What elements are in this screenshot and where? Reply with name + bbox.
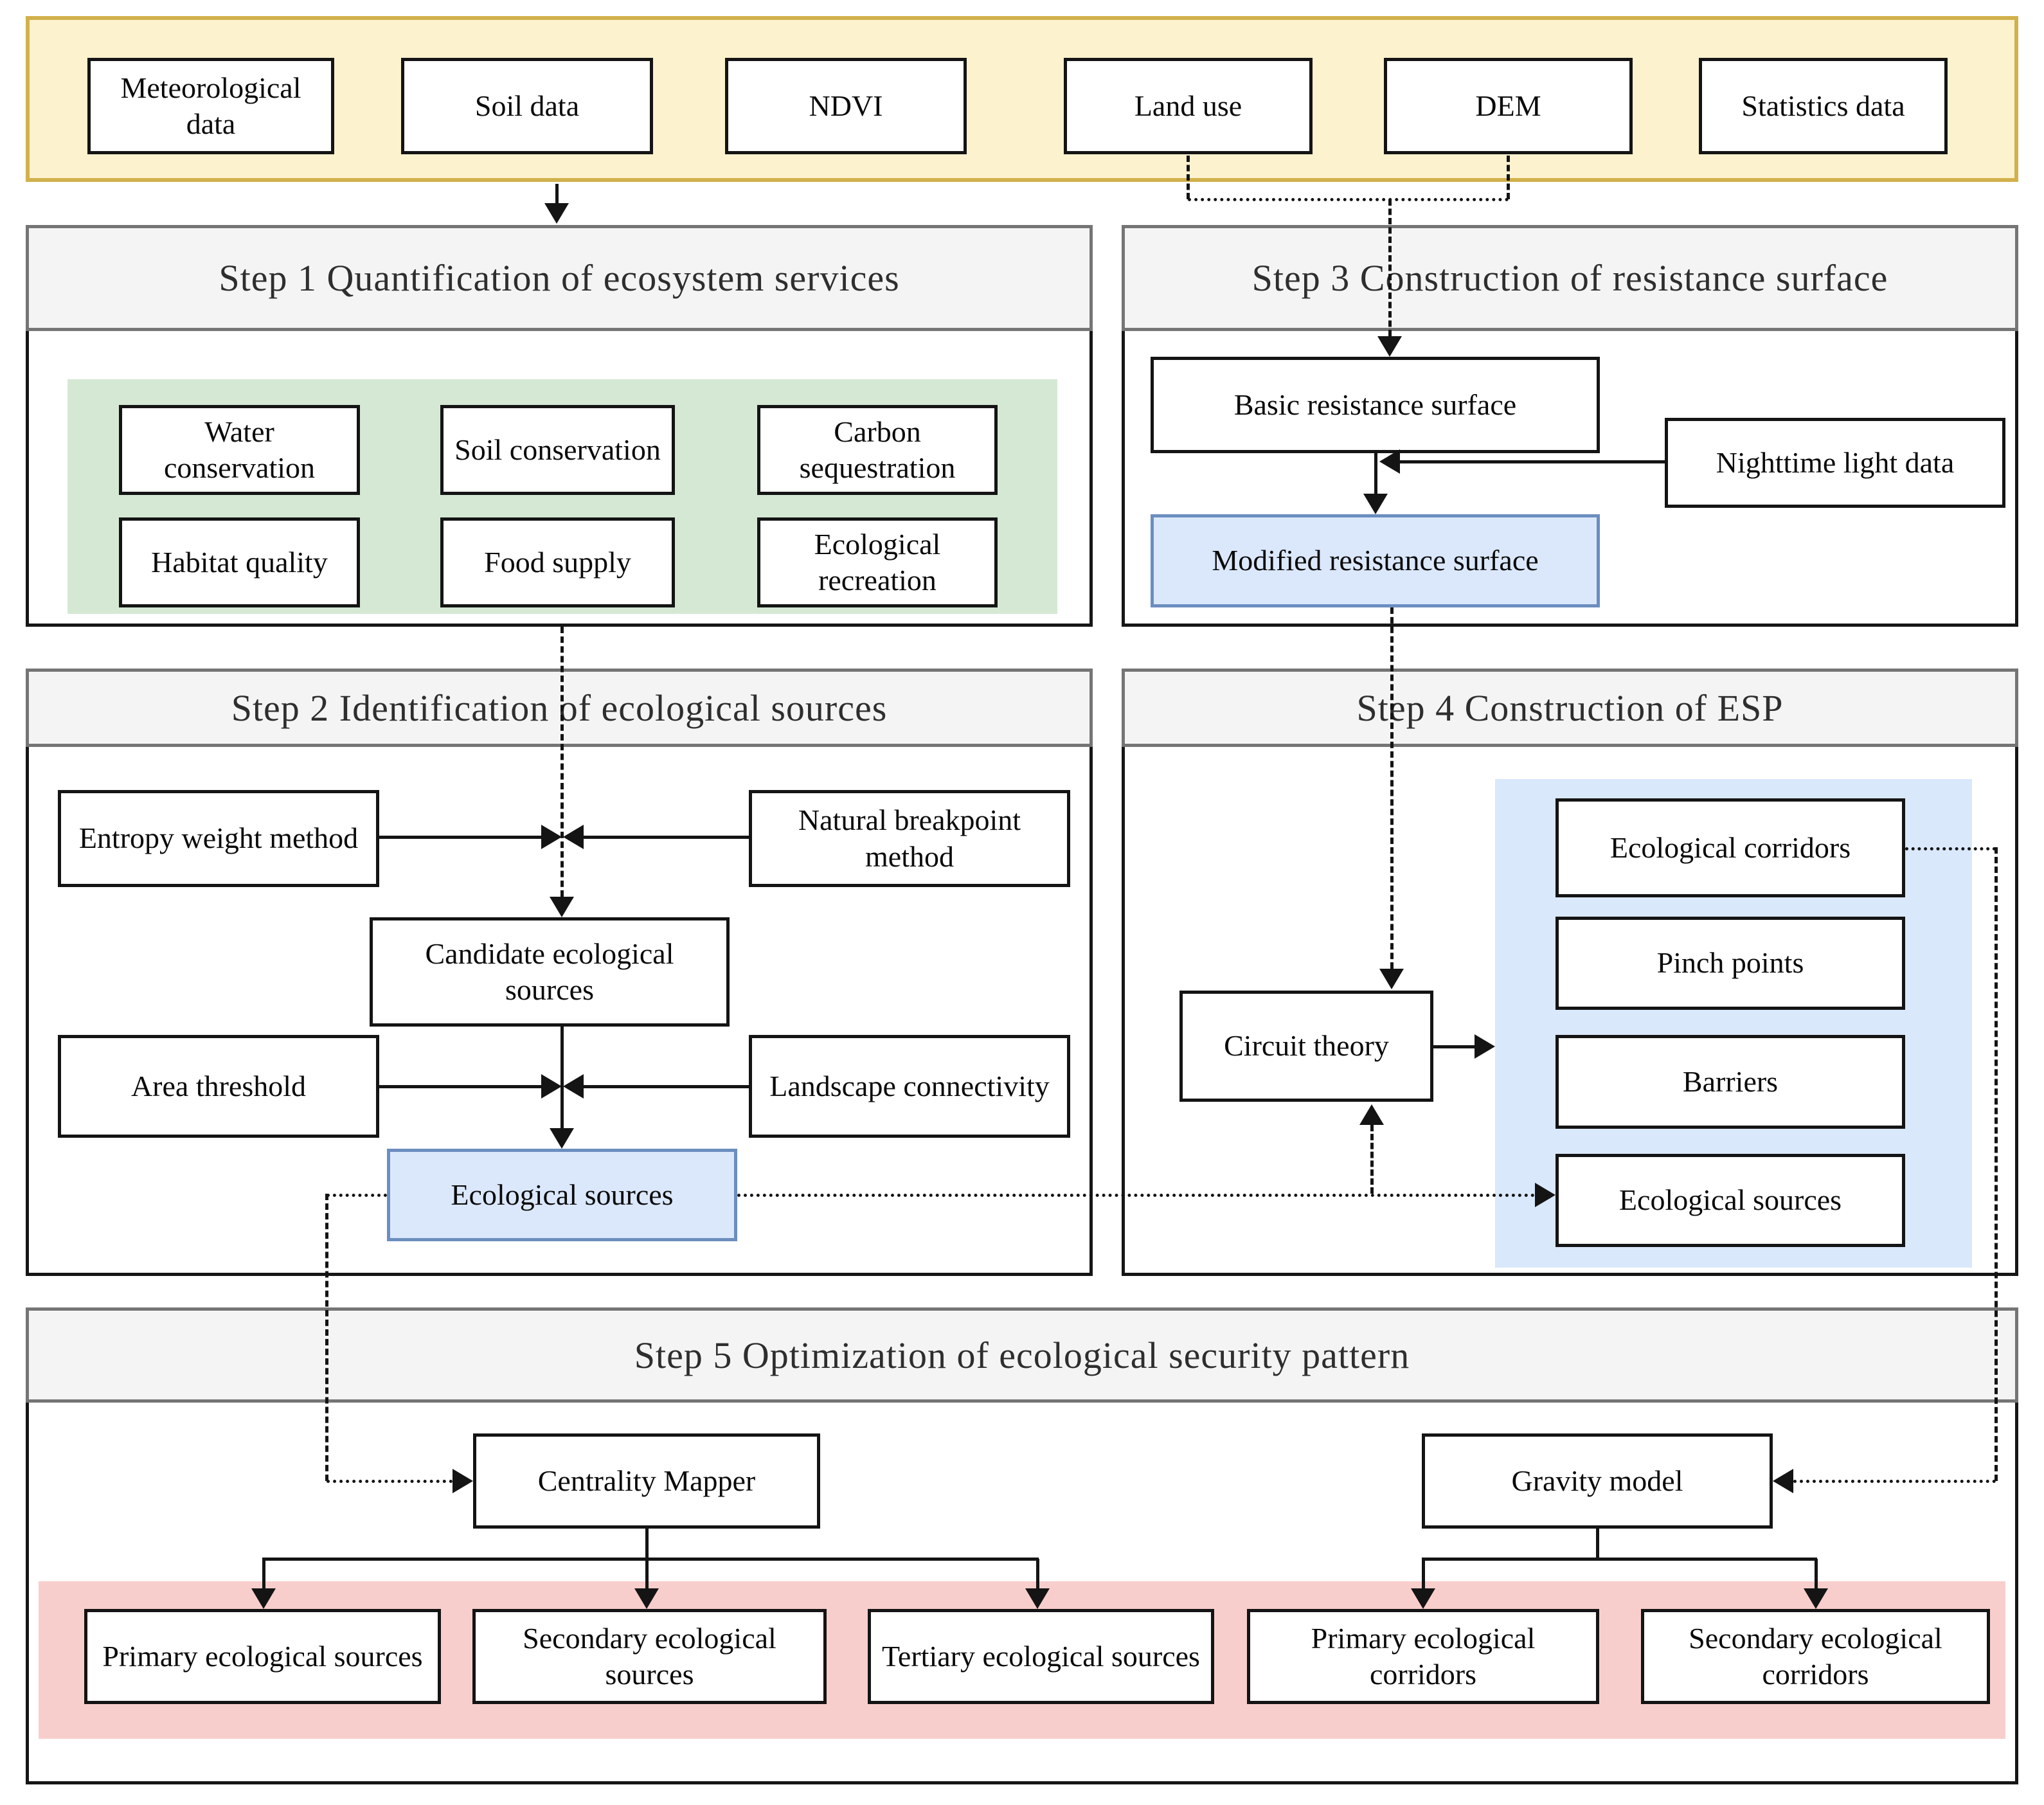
edge-modified-circuit-arrowhead [1379, 969, 1404, 989]
edge-branch-secsrc-arrowhead [634, 1588, 659, 1609]
node-candidate-ecological-sources: Candidate ecological sources [370, 917, 730, 1027]
edge-area-junction [379, 1085, 541, 1088]
node-water-conservation: Water conservation [119, 405, 360, 495]
node-ndvi: NDVI [725, 58, 967, 154]
edge-branch-pricor-arrowhead [1411, 1588, 1435, 1609]
node-soil-conservation: Soil conservation [440, 405, 675, 495]
node-meteorological-data: Meteorological data [87, 58, 334, 154]
edge-ecosrc2-ecosrc4-shaft [737, 1194, 1535, 1197]
edge-circuit-espband-arrowhead [1475, 1034, 1495, 1059]
edge-night-arrowhead [1379, 449, 1400, 474]
edge-basic-modified-arrowhead [1363, 494, 1388, 514]
step1-header: Step 1 Quantification of ecosystem servi… [26, 225, 1093, 331]
node-entropy-weight-method: Entropy weight method [58, 790, 379, 887]
node-dem: DEM [1384, 58, 1633, 154]
edge-ecosrc2-centrality-shaft [327, 1480, 453, 1483]
edge-branch-secsrc [645, 1559, 649, 1590]
node-pinch-points: Pinch points [1555, 917, 1905, 1010]
node-soil-data: Soil data [401, 58, 653, 154]
edge-landconn-junction [582, 1085, 749, 1088]
edge-landuse-dem-join [1188, 198, 1509, 201]
edge-night-shaft [1400, 460, 1665, 463]
edge-join-step3-arrowhead [1377, 336, 1402, 357]
node-landscape-connectivity: Landscape connectivity [749, 1035, 1070, 1138]
edge-branch-seccor-arrowhead [1804, 1588, 1828, 1609]
edge-corridors-gravity-drop [1995, 847, 1998, 1481]
step4-title: Step 4 Construction of ESP [1356, 687, 1784, 729]
node-statistics-data: Statistics data [1699, 58, 1948, 154]
step3-header: Step 3 Construction of resistance surfac… [1122, 225, 2018, 331]
edge-branch-seccor [1815, 1559, 1818, 1590]
node-gravity-model: Gravity model [1422, 1433, 1773, 1529]
node-circuit-theory: Circuit theory [1179, 991, 1433, 1102]
edge-branch-prisrc-arrowhead [251, 1588, 276, 1609]
edge-natural-arrowhead [563, 825, 584, 849]
edge-inputs-step1-shaft [555, 184, 559, 206]
edge-step1-step2-shaft [560, 627, 564, 897]
edge-centrality-down [645, 1529, 649, 1561]
step2-title: Step 2 Identification of ecological sour… [231, 687, 888, 729]
edge-inputs-step1-arrowhead [544, 203, 569, 224]
edge-circuit-espband-shaft [1433, 1045, 1475, 1048]
input-data-band [26, 16, 2018, 182]
node-centrality-mapper: Centrality Mapper [473, 1433, 820, 1529]
edge-up-circuit-shaft [1370, 1125, 1374, 1194]
node-secondary-ecological-sources: Secondary ecological sources [472, 1609, 827, 1704]
step5-header: Step 5 Optimization of ecological securi… [26, 1307, 2018, 1403]
edge-landuse-drop [1187, 156, 1190, 199]
edge-natural-junction [582, 836, 749, 839]
edge-dem-drop [1507, 156, 1510, 199]
node-ecological-corridors: Ecological corridors [1555, 798, 1905, 897]
edge-basic-modified-shaft [1374, 453, 1377, 494]
edge-centrality-branch [262, 1558, 1039, 1561]
edge-ecosrc2-ecosrc4-arrowhead [1535, 1183, 1555, 1207]
edge-corridors-gravity-arrowhead [1773, 1469, 1793, 1493]
step4-header: Step 4 Construction of ESP [1122, 669, 2018, 747]
edge-landconn-arrowhead [563, 1074, 584, 1099]
node-barriers: Barriers [1555, 1035, 1905, 1129]
edge-up-circuit-arrowhead [1359, 1104, 1384, 1125]
node-primary-ecological-corridors: Primary ecological corridors [1247, 1609, 1599, 1704]
edge-entropy-junction [379, 836, 541, 839]
edge-ecosrc2-left-stub [327, 1194, 387, 1197]
edge-join-step3-shaft [1388, 199, 1392, 336]
edge-branch-tersrc [1036, 1559, 1039, 1590]
node-ecological-recreation: Ecological recreation [757, 517, 998, 607]
node-ecological-sources-step4: Ecological sources [1555, 1154, 1905, 1247]
edge-ecosrc2-centrality-drop [325, 1194, 328, 1481]
edge-branch-pricor [1422, 1559, 1425, 1590]
node-ecological-sources-step2: Ecological sources [387, 1149, 737, 1241]
edge-corridors-right-stub [1905, 847, 1996, 850]
node-modified-resistance-surface: Modified resistance surface [1151, 514, 1600, 607]
edge-corridors-gravity-shaft [1793, 1480, 1996, 1483]
edge-modified-circuit-shaft [1390, 607, 1394, 969]
edge-step1-step2-arrowhead [550, 897, 574, 917]
edge-gravity-branch [1422, 1558, 1817, 1561]
step5-title: Step 5 Optimization of ecological securi… [634, 1334, 1410, 1376]
node-carbon-sequestration: Carbon sequestration [757, 405, 998, 495]
node-food-supply: Food supply [440, 517, 675, 607]
edge-candidate-ecosrc-arrowhead [550, 1128, 574, 1149]
edge-branch-tersrc-arrowhead [1025, 1588, 1050, 1609]
step2-header: Step 2 Identification of ecological sour… [26, 669, 1093, 747]
step3-title: Step 3 Construction of resistance surfac… [1251, 257, 1888, 299]
edge-gravity-down [1596, 1529, 1599, 1561]
node-secondary-ecological-corridors: Secondary ecological corridors [1641, 1609, 1990, 1704]
node-land-use: Land use [1064, 58, 1313, 154]
edge-ecosrc2-centrality-arrowhead [453, 1469, 473, 1493]
edge-entropy-arrowhead [541, 825, 562, 849]
node-primary-ecological-sources: Primary ecological sources [84, 1609, 441, 1704]
node-habitat-quality: Habitat quality [119, 517, 360, 607]
step1-title: Step 1 Quantification of ecosystem servi… [219, 257, 900, 299]
node-basic-resistance-surface: Basic resistance surface [1151, 357, 1600, 453]
node-natural-breakpoint-method: Natural breakpoint method [749, 790, 1070, 887]
node-tertiary-ecological-sources: Tertiary ecological sources [868, 1609, 1214, 1704]
edge-candidate-ecosrc-shaft [560, 1027, 564, 1128]
edge-branch-prisrc [262, 1559, 265, 1590]
node-area-threshold: Area threshold [58, 1035, 379, 1138]
edge-area-arrowhead [541, 1074, 562, 1099]
node-nighttime-light-data: Nighttime light data [1665, 418, 2005, 508]
